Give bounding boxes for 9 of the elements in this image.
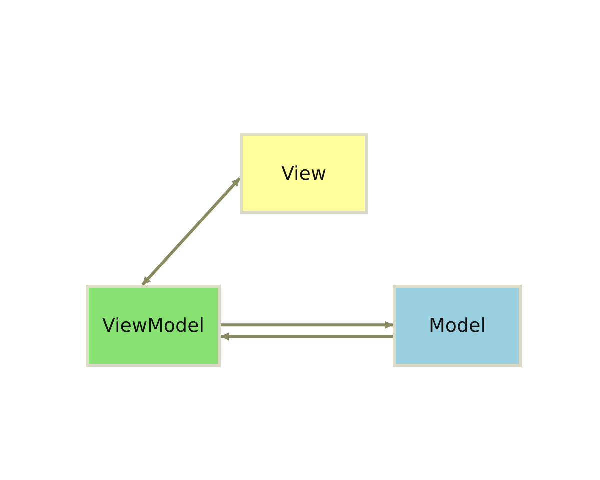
component-box — [86, 285, 221, 367]
node-label: Model — [428, 315, 486, 337]
double-arrow — [142, 177, 242, 286]
component-box — [393, 285, 522, 367]
component-box — [240, 133, 368, 214]
node-label: View — [281, 162, 327, 184]
arrow — [221, 332, 393, 341]
arrow — [221, 321, 393, 330]
node-label: ViewModel — [102, 315, 205, 337]
